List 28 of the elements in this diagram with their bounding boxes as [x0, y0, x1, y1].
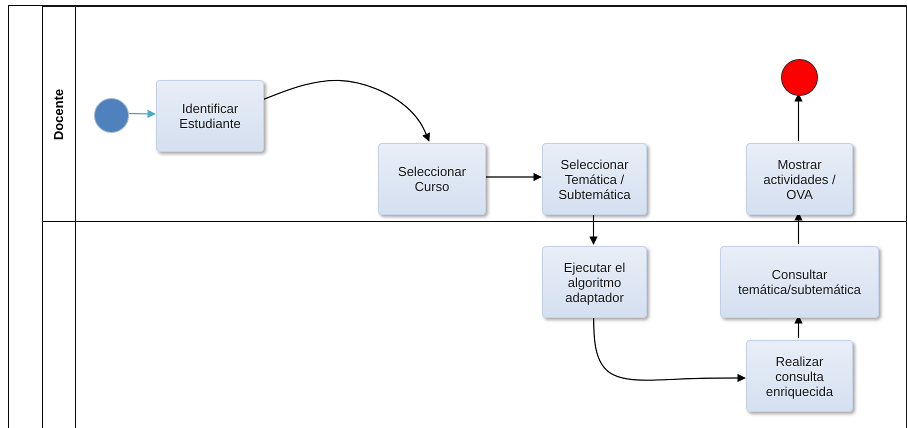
- task-box: [156, 80, 264, 152]
- arrow: [794, 212, 803, 244]
- task-box: [746, 143, 853, 215]
- task-label: Seleccionar Temática / Subtemática: [557, 156, 632, 202]
- end-event: [781, 59, 818, 96]
- task-label: Mostrar actividades / OVA: [762, 156, 837, 202]
- arrow: [794, 315, 803, 338]
- task-label: Ejecutar el algoritmo adaptador: [562, 260, 626, 304]
- swimlane: [43, 221, 907, 428]
- lane-label: Docente: [52, 88, 66, 140]
- arrow: [262, 80, 430, 142]
- swimlane: [43, 6, 907, 221]
- arrow: [128, 110, 156, 118]
- arrow: [794, 93, 803, 141]
- pool-frame: [8, 5, 907, 428]
- task-label: Realizar consulta enriquecida: [764, 354, 834, 398]
- task-box: [746, 340, 853, 412]
- task-box: [542, 246, 647, 318]
- task-label: Identificar Estudiante: [178, 101, 242, 131]
- task-label: Consultar temática/subtemática: [737, 267, 862, 297]
- arrow: [485, 172, 542, 182]
- task-label: Seleccionar Curso: [397, 164, 467, 194]
- task-box: [378, 143, 486, 215]
- start-event: [94, 98, 129, 133]
- task-box: [720, 246, 879, 318]
- arrow: [592, 316, 746, 382]
- task-box: [542, 143, 647, 215]
- arrow: [589, 213, 598, 245]
